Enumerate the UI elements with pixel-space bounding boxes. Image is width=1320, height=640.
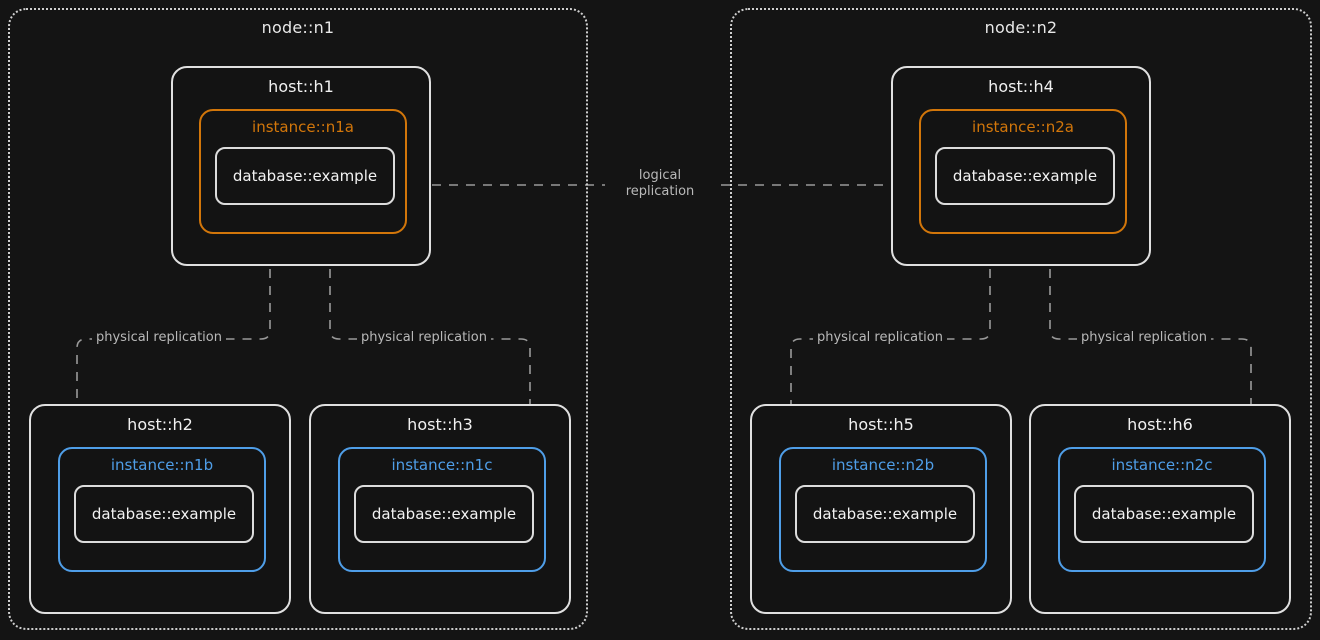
database-n1a[interactable]: database::example [215, 147, 395, 205]
instance-n2b-label: instance::n2b [831, 456, 935, 474]
instance-n1c[interactable]: instance::n1c database::example [338, 447, 546, 572]
instance-n1a-label: instance::n1a [252, 118, 354, 136]
host-h6-label: host::h6 [1127, 415, 1193, 434]
instance-n2c[interactable]: instance::n2c database::example [1058, 447, 1266, 572]
node-n1-label: node::n1 [261, 18, 335, 37]
host-h4[interactable]: host::h4 instance::n2a database::example [891, 66, 1151, 266]
edge-label-physical-replication-n1c: physical replication [357, 330, 491, 347]
instance-n2a-label: instance::n2a [972, 118, 1074, 136]
host-h3[interactable]: host::h3 instance::n1c database::example [309, 404, 571, 614]
instance-n2a[interactable]: instance::n2a database::example [919, 109, 1127, 234]
host-h4-label: host::h4 [988, 77, 1054, 96]
instance-n1b-label: instance::n1b [110, 456, 214, 474]
host-h1[interactable]: host::h1 instance::n1a database::example [171, 66, 431, 266]
instance-n1c-label: instance::n1c [391, 456, 493, 474]
node-n2[interactable]: node::n2 [730, 8, 1312, 630]
database-n2b-label: database::example [812, 505, 958, 523]
host-h6[interactable]: host::h6 instance::n2c database::example [1029, 404, 1291, 614]
database-n2c-label: database::example [1091, 505, 1237, 523]
database-n1a-label: database::example [232, 167, 378, 185]
node-n1[interactable]: node::n1 [8, 8, 588, 630]
database-n1b-label: database::example [91, 505, 237, 523]
host-h3-label: host::h3 [407, 415, 473, 434]
host-h5[interactable]: host::h5 instance::n2b database::example [750, 404, 1012, 614]
database-n1b[interactable]: database::example [74, 485, 254, 543]
node-n2-label: node::n2 [984, 18, 1058, 37]
edge-label-physical-replication-n2c: physical replication [1077, 330, 1211, 347]
instance-n1a[interactable]: instance::n1a database::example [199, 109, 407, 234]
database-n1c[interactable]: database::example [354, 485, 534, 543]
edge-label-logical-replication: logical replication [605, 166, 715, 203]
database-n2b[interactable]: database::example [795, 485, 975, 543]
host-h2[interactable]: host::h2 instance::n1b database::example [29, 404, 291, 614]
host-h1-label: host::h1 [268, 77, 334, 96]
database-n1c-label: database::example [371, 505, 517, 523]
instance-n2c-label: instance::n2c [1111, 456, 1213, 474]
database-n2c[interactable]: database::example [1074, 485, 1254, 543]
database-n2a-label: database::example [952, 167, 1098, 185]
edge-label-physical-replication-n1b: physical replication [92, 330, 226, 347]
edge-label-logical-line1: logical [638, 168, 682, 183]
host-h2-label: host::h2 [127, 415, 193, 434]
edge-label-physical-replication-n2b: physical replication [813, 330, 947, 347]
edge-label-logical-line2: replication [625, 184, 695, 200]
instance-n1b[interactable]: instance::n1b database::example [58, 447, 266, 572]
host-h5-label: host::h5 [848, 415, 914, 434]
instance-n2b[interactable]: instance::n2b database::example [779, 447, 987, 572]
database-n2a[interactable]: database::example [935, 147, 1115, 205]
